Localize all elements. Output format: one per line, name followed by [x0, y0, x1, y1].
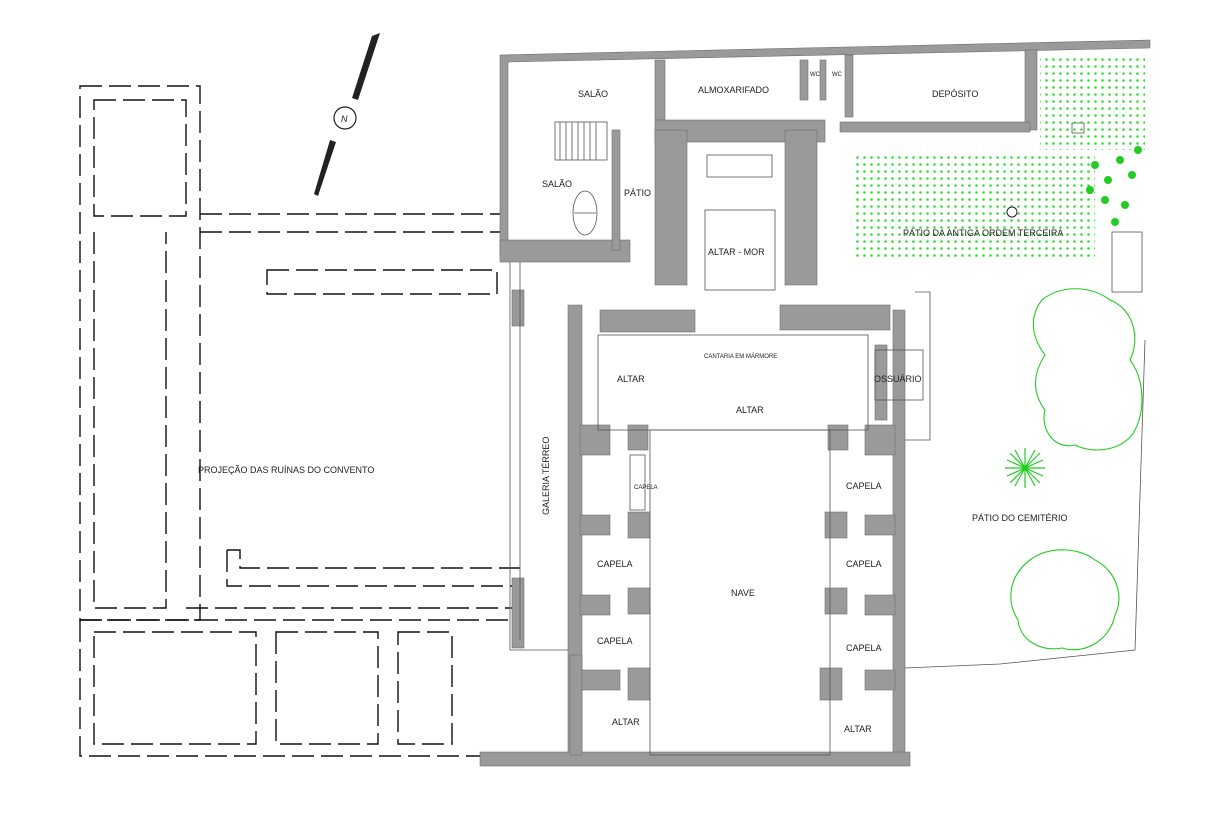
label-altar-center: ALTAR	[736, 405, 764, 415]
patio-ordem-well	[1006, 206, 1018, 218]
label-patio-ordem: PÁTIO DA ANTIGA ORDEM TERCEIRA	[903, 228, 1063, 238]
label-cantaria: CANTARIA EM MÁRMORE	[704, 353, 777, 360]
label-small-capela: CAPELA	[634, 485, 658, 491]
label-salao-lower: SALÃO	[542, 179, 572, 189]
trees	[1005, 146, 1143, 651]
label-capela-l3: CAPELA	[597, 636, 633, 646]
north-letter: N	[341, 114, 348, 124]
label-deposito: DEPÓSITO	[932, 89, 978, 99]
label-wc-2: WC	[832, 72, 843, 78]
label-nave: NAVE	[731, 588, 755, 598]
label-patio-small: PÁTIO	[624, 188, 651, 198]
label-projecao: PROJEÇÃO DAS RUÍNAS DO CONVENTO	[198, 465, 374, 475]
label-capela-r1: CAPELA	[846, 481, 882, 491]
church-walls	[479, 289, 911, 767]
label-almoxarifado: ALMOXARIFADO	[698, 85, 769, 95]
label-salao-upper: SALÃO	[578, 89, 608, 99]
galeria-outline	[509, 262, 568, 651]
garden-hatch	[1040, 55, 1145, 150]
label-galeria: GALERIA TÉRREO	[541, 437, 551, 515]
label-ossuario: OSSUÁRIO	[874, 374, 922, 384]
patio-ordem-hatch	[855, 155, 1095, 258]
label-capela-l2: CAPELA	[597, 559, 633, 569]
nave-pillars	[597, 334, 869, 756]
ossuario-area	[874, 291, 1146, 669]
label-capela-r3: CAPELA	[846, 643, 882, 653]
label-altar-left: ALTAR	[617, 374, 645, 384]
label-altar-bottom-right: ALTAR	[844, 724, 872, 734]
upper-building	[499, 39, 1151, 293]
label-altar-mor: ALTAR - MOR	[708, 247, 765, 257]
label-wc-1: WC	[810, 72, 821, 78]
north-arrow-icon: N	[314, 33, 380, 196]
label-altar-bottom-left: ALTAR	[612, 717, 640, 727]
label-capela-r2: CAPELA	[846, 559, 882, 569]
convent-ruins-projection	[79, 85, 520, 757]
room-labels: SALÃO SALÃO PÁTIO ALMOXARIFADO WC WC DEP…	[198, 72, 1068, 734]
label-patio-cemiterio: PÁTIO DO CEMITÉRIO	[972, 513, 1068, 523]
